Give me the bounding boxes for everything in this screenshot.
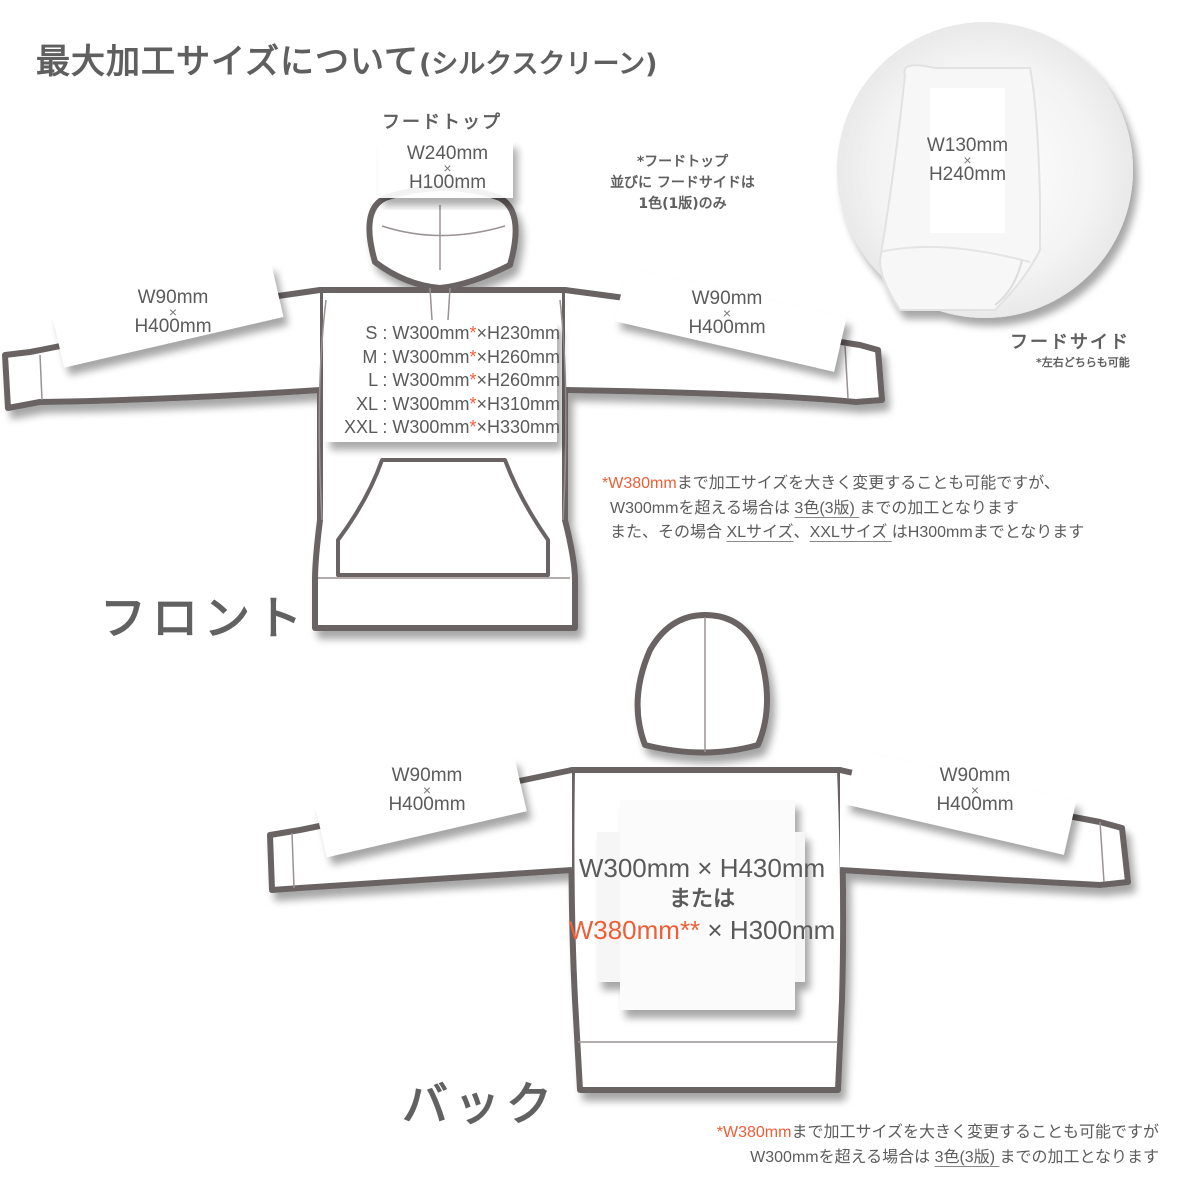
front-left-sleeve-dimension: W90mm × H400mm	[118, 288, 228, 336]
sleeve-width: W90mm	[691, 288, 763, 309]
sleeve-height: H400mm	[134, 316, 212, 337]
size-row-l: L : W300mm*×H260mm	[368, 370, 560, 390]
sleeve-width: W90mm	[391, 765, 463, 786]
back-remark: *W380mmまで加工サイズを大きく変更することも可能ですが W300mmを超え…	[717, 1121, 1159, 1170]
title-sub: (シルクスクリーン)	[418, 49, 658, 80]
front-remark-line1: *W380mmまで加工サイズを大きく変更することも可能ですが、	[602, 475, 1060, 492]
back-left-sleeve-print-area	[314, 757, 527, 858]
size-row-xxl: XXL : W300mm*×H330mm	[344, 417, 560, 437]
hood-top-print-area	[378, 140, 513, 198]
front-right-sleeve-print-area	[614, 267, 847, 372]
hood-side-height: H240mm	[928, 164, 1007, 185]
sleeve-height: H400mm	[936, 794, 1014, 815]
hood-top-dimension: W240mm × H100mm	[385, 144, 510, 192]
times-sign: ×	[963, 152, 972, 168]
back-remark-line1: *W380mmまで加工サイズを大きく変更することも可能ですが	[716, 1124, 1159, 1141]
size-row-m: M : W300mm*×H260mm	[362, 346, 560, 367]
back-option-2: W380mm** × H300mm	[568, 915, 836, 945]
hood-side-heading: フードサイド	[1010, 332, 1130, 353]
front-body-size-list: S : W300mm*×H230mm M : W300mm*×H260mm L …	[312, 322, 560, 440]
page-title: 最大加工サイズについて(シルクスクリーン)	[36, 34, 658, 83]
sleeve-height: H400mm	[388, 794, 466, 815]
size-row-s: S : W300mm*×H230mm	[365, 323, 560, 343]
back-option-1: W300mm × H430mm	[578, 853, 826, 883]
times-sign: ×	[722, 305, 732, 321]
back-right-sleeve-dimension: W90mm × H400mm	[920, 766, 1030, 814]
times-sign: ×	[168, 304, 178, 320]
hood-note-line2: 並びに フードサイドは	[610, 175, 755, 191]
sleeve-height: H400mm	[688, 317, 766, 338]
hood-top-heading: フードトップ	[382, 112, 502, 133]
back-remark-line2: W300mmを超える場合は 3色(3版) までの加工となります	[750, 1148, 1159, 1166]
sleeve-width: W90mm	[137, 287, 209, 308]
title-main: 最大加工サイズについて	[36, 42, 419, 82]
front-remark-line3: また、その場合 XLサイズ、XXLサイズ はH300mmまでとなります	[610, 524, 1085, 541]
hood-note-line1: *フードトップ	[636, 154, 729, 170]
back-body-dimension: W300mm × H430mm または W380mm** × H300mm	[552, 852, 852, 946]
times-sign: ×	[443, 160, 452, 176]
times-sign: ×	[970, 782, 980, 798]
times-sign: ×	[422, 782, 432, 798]
hood-note-line3: 1色(1版)のみ	[638, 196, 727, 212]
front-remark-line2: W300mmを超える場合は 3色(3版) までの加工となります	[610, 499, 1019, 517]
hood-side-photo	[837, 22, 1133, 318]
back-print-area	[597, 800, 805, 1010]
hood-top-width: W240mm	[406, 143, 489, 164]
sleeve-width: W90mm	[939, 765, 1011, 786]
back-or: または	[668, 886, 735, 911]
back-hoodie-seams	[291, 617, 1105, 1043]
back-label: バック	[402, 1077, 558, 1131]
front-hoodie-seams	[39, 205, 849, 579]
size-row-xl: XL : W300mm*×H310mm	[356, 393, 560, 414]
hood-side-dimension: W130mm × H240mm	[915, 136, 1020, 184]
front-remark: *W380mmまで加工サイズを大きく変更することも可能ですが、 W300mmを超…	[602, 472, 1084, 546]
front-right-sleeve-dimension: W90mm × H400mm	[672, 289, 782, 337]
front-label: フロント	[100, 591, 308, 645]
hood-top-height: H100mm	[408, 172, 487, 193]
front-left-sleeve-print-area	[51, 263, 284, 368]
back-right-sleeve-print-area	[844, 750, 1077, 855]
hood-side-note: *左右どちらも可能	[1036, 356, 1130, 369]
front-body-print-area	[325, 322, 557, 442]
hood-side-width: W130mm	[926, 135, 1009, 156]
back-left-sleeve-dimension: W90mm × H400mm	[372, 766, 482, 814]
hood-color-note: *フードトップ 並びに フードサイドは 1色(1版)のみ	[575, 152, 790, 215]
